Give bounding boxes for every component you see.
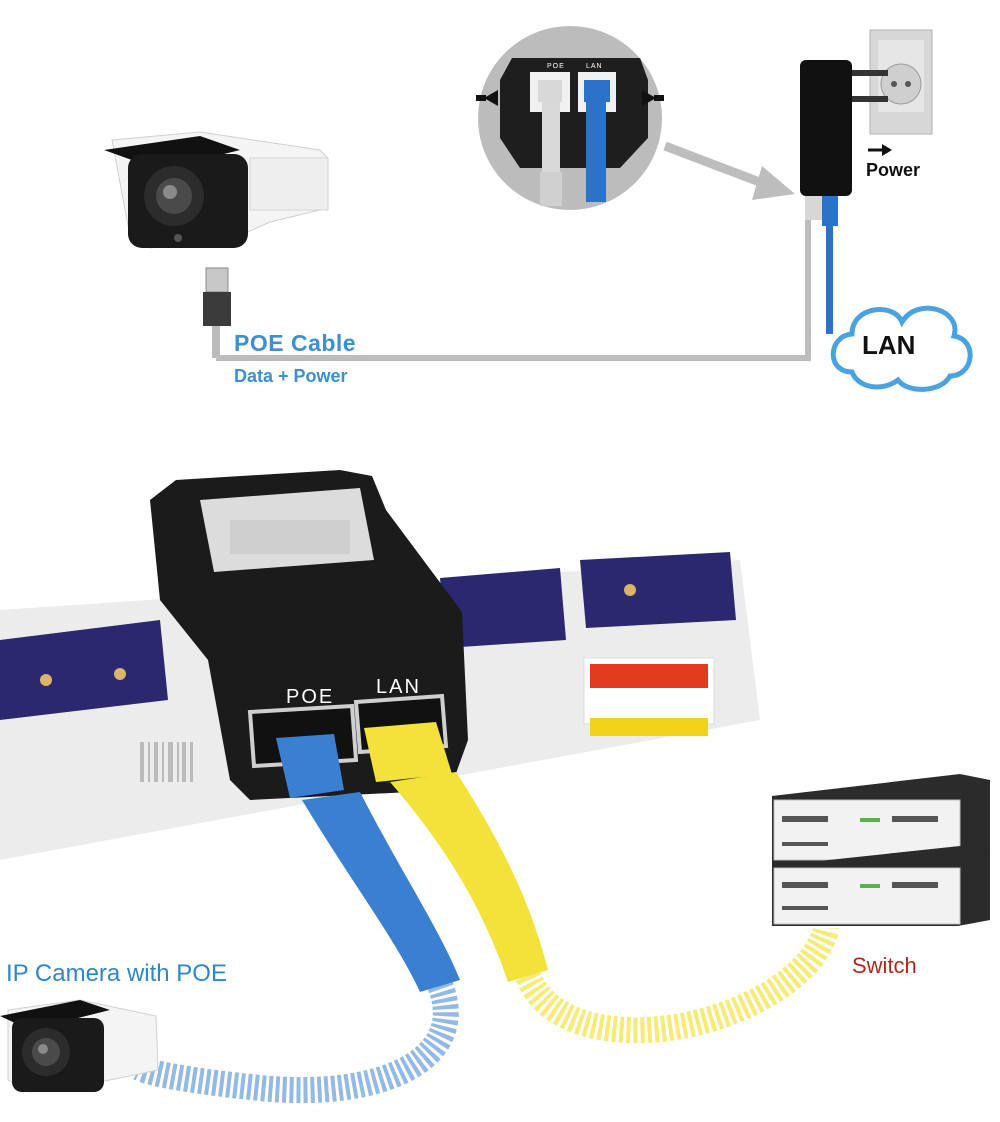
arrow-inset-to-adapter — [663, 141, 795, 200]
inset-port-closeup — [476, 26, 664, 210]
poe-cable-label: POE Cable — [234, 330, 357, 356]
inset-poe-port-label: POE — [547, 63, 565, 70]
lan-yellow-cable — [364, 722, 839, 1044]
wall-socket-icon — [869, 29, 933, 135]
switch-label: Switch — [852, 953, 917, 978]
lan-port-label: LAN — [376, 676, 421, 698]
poe-injector-adapter-top — [800, 60, 888, 334]
power-arrow-icon — [868, 144, 892, 156]
ip-camera-icon — [0, 999, 159, 1093]
lan-cloud-icon — [830, 305, 973, 392]
power-label: Power — [866, 160, 921, 180]
network-switch-icon — [772, 774, 990, 926]
poe-cable-line — [216, 218, 811, 361]
poe-port-label: POE — [286, 686, 335, 708]
rj45-connector-camera — [203, 267, 231, 358]
lan-cloud-label: LAN — [862, 330, 916, 360]
poe-blue-cable — [133, 734, 460, 1104]
ip-camera-label: IP Camera with POE — [6, 960, 227, 987]
poe-cable-sublabel: Data + Power — [234, 366, 348, 386]
inset-lan-port-label: LAN — [586, 63, 603, 70]
camera-icon-top — [104, 131, 329, 249]
